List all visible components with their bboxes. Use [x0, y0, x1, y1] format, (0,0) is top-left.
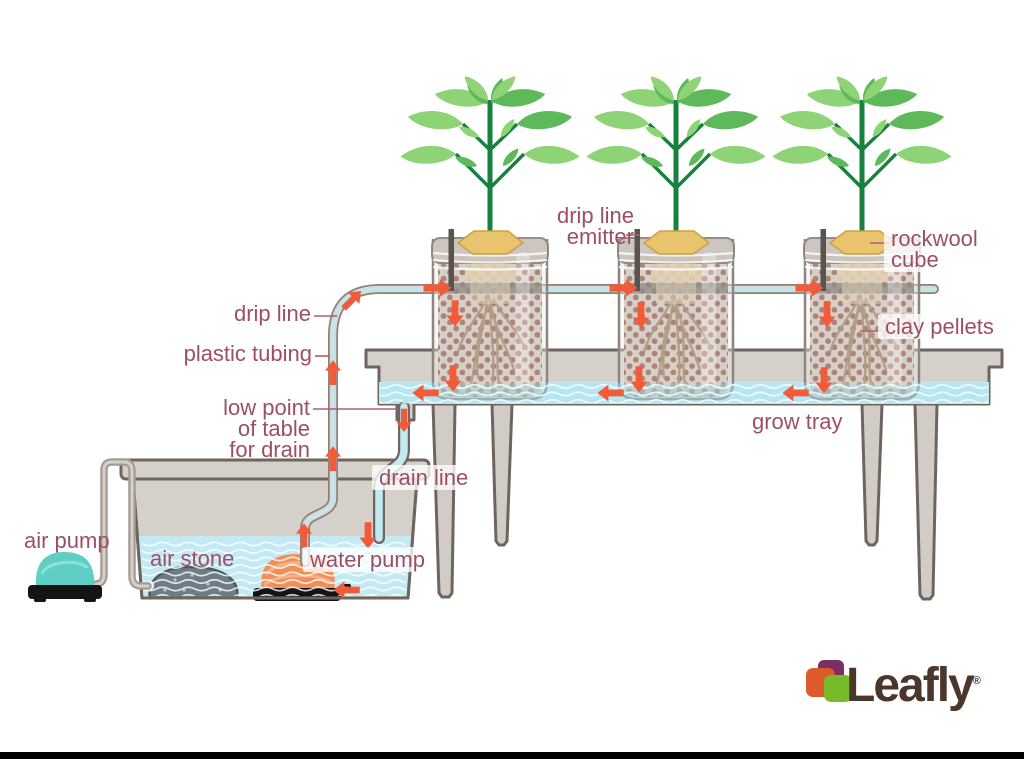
label-rockwool-cube: rockwool cube	[884, 226, 985, 272]
label-line: of table	[237, 416, 310, 441]
table-legs	[431, 402, 939, 601]
label-water-pump: water pump	[303, 547, 432, 572]
leafly-logo-squares-icon	[806, 660, 852, 702]
reservoir	[119, 458, 431, 601]
leafly-brand-text: Leafly	[846, 659, 975, 712]
label-line: rockwool	[891, 226, 978, 251]
label-drain-line: drain line	[372, 465, 476, 490]
leafly-wordmark: Leafly®	[846, 652, 981, 715]
bucket-2	[616, 227, 736, 401]
label-low-point-of-table-for-drain: low point of table for drain	[190, 395, 310, 462]
supply-tubing-and-drip-line	[300, 284, 939, 567]
leafly-logo: Leafly®	[800, 652, 1010, 716]
label-clay-pellets: clay pellets	[878, 314, 1001, 339]
label-drip-line-emitter: drip line emitter	[514, 203, 634, 249]
plant-3	[772, 74, 953, 242]
registered-trademark-symbol: ®	[972, 675, 981, 687]
plants	[400, 74, 953, 242]
label-plastic-tubing: plastic tubing	[183, 341, 312, 366]
label-grow-tray: grow tray	[752, 409, 843, 434]
air-pump-device	[28, 458, 152, 602]
label-air-stone: air stone	[150, 546, 235, 571]
label-line: low point	[223, 395, 310, 420]
label-drip-line: drip line	[233, 301, 311, 326]
label-line: for drain	[229, 437, 310, 462]
label-air-pump: air pump	[24, 528, 110, 553]
label-line: cube	[891, 247, 939, 272]
label-line: emitter	[566, 224, 634, 249]
bucket-1	[430, 227, 550, 401]
flow-arrow-icon	[325, 360, 341, 385]
tray-water-overlay	[380, 383, 988, 404]
label-line: drip line	[556, 203, 634, 228]
bottom-black-bar	[0, 752, 1024, 759]
buckets	[430, 227, 922, 401]
